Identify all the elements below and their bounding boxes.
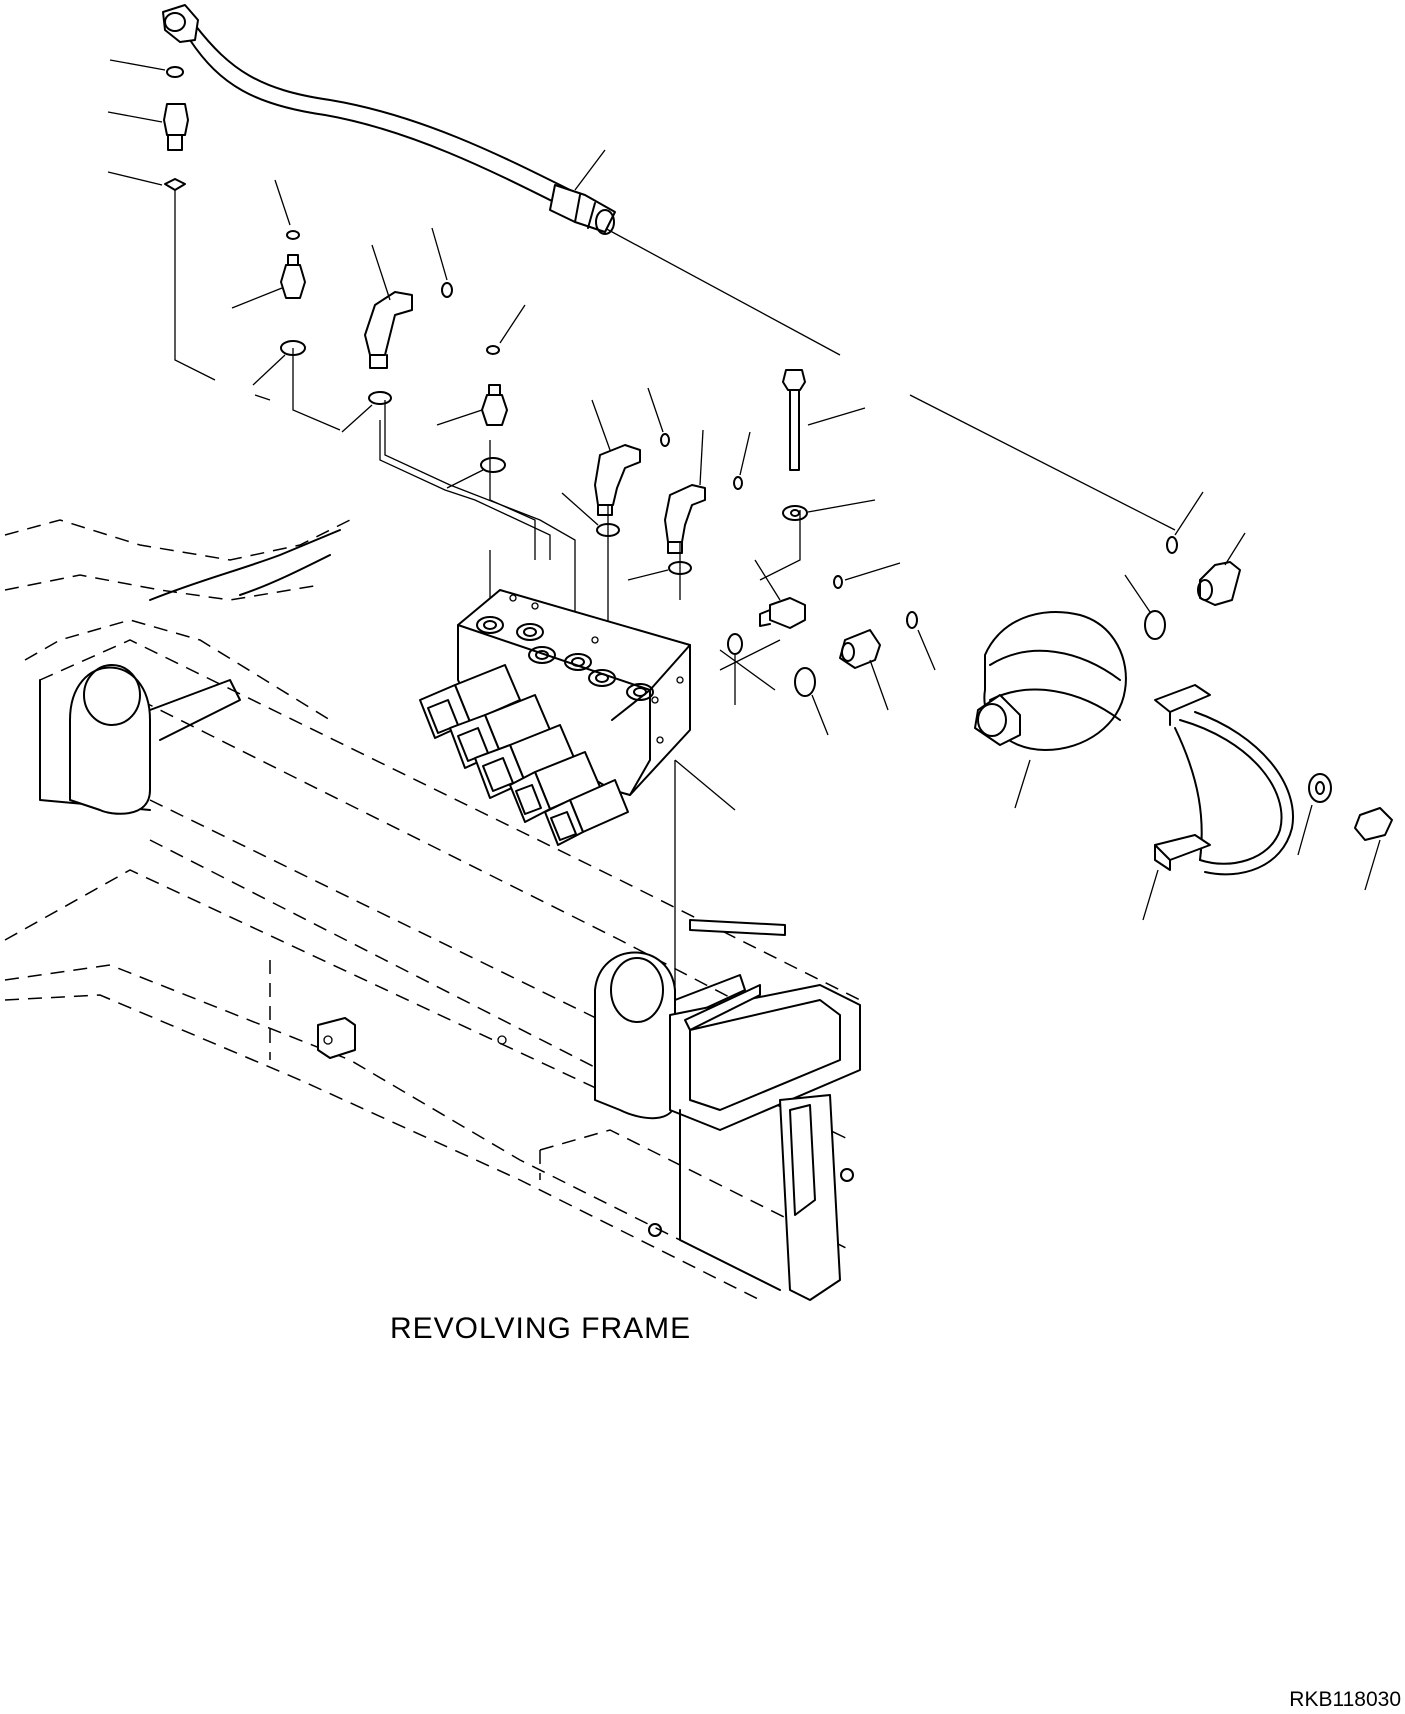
straight-fitting-2: [232, 180, 305, 385]
assembly-lines: [175, 190, 1175, 990]
straight-fitting-1: [108, 60, 188, 190]
elbow-fitting-4: [1167, 492, 1245, 605]
hose-assembly: [163, 5, 615, 234]
mounting-bolt: [783, 370, 875, 520]
revolving-frame: [5, 520, 860, 1300]
drawing-number: RKB118030: [1289, 1688, 1401, 1711]
accumulator-clamp: [1143, 685, 1392, 920]
accumulator: [975, 575, 1165, 808]
elbow-fitting-3: [628, 430, 750, 580]
solenoid-valve-block: [420, 590, 735, 845]
elbow-fitting-2: [562, 388, 669, 536]
solenoid-coil-5: [545, 780, 628, 845]
solenoid-coil-4: [510, 752, 600, 822]
straight-fitting-3: [437, 305, 525, 488]
frame-label: REVOLVING FRAME: [390, 1312, 692, 1345]
elbow-fitting-1: [342, 228, 452, 432]
side-fittings: [728, 560, 935, 735]
